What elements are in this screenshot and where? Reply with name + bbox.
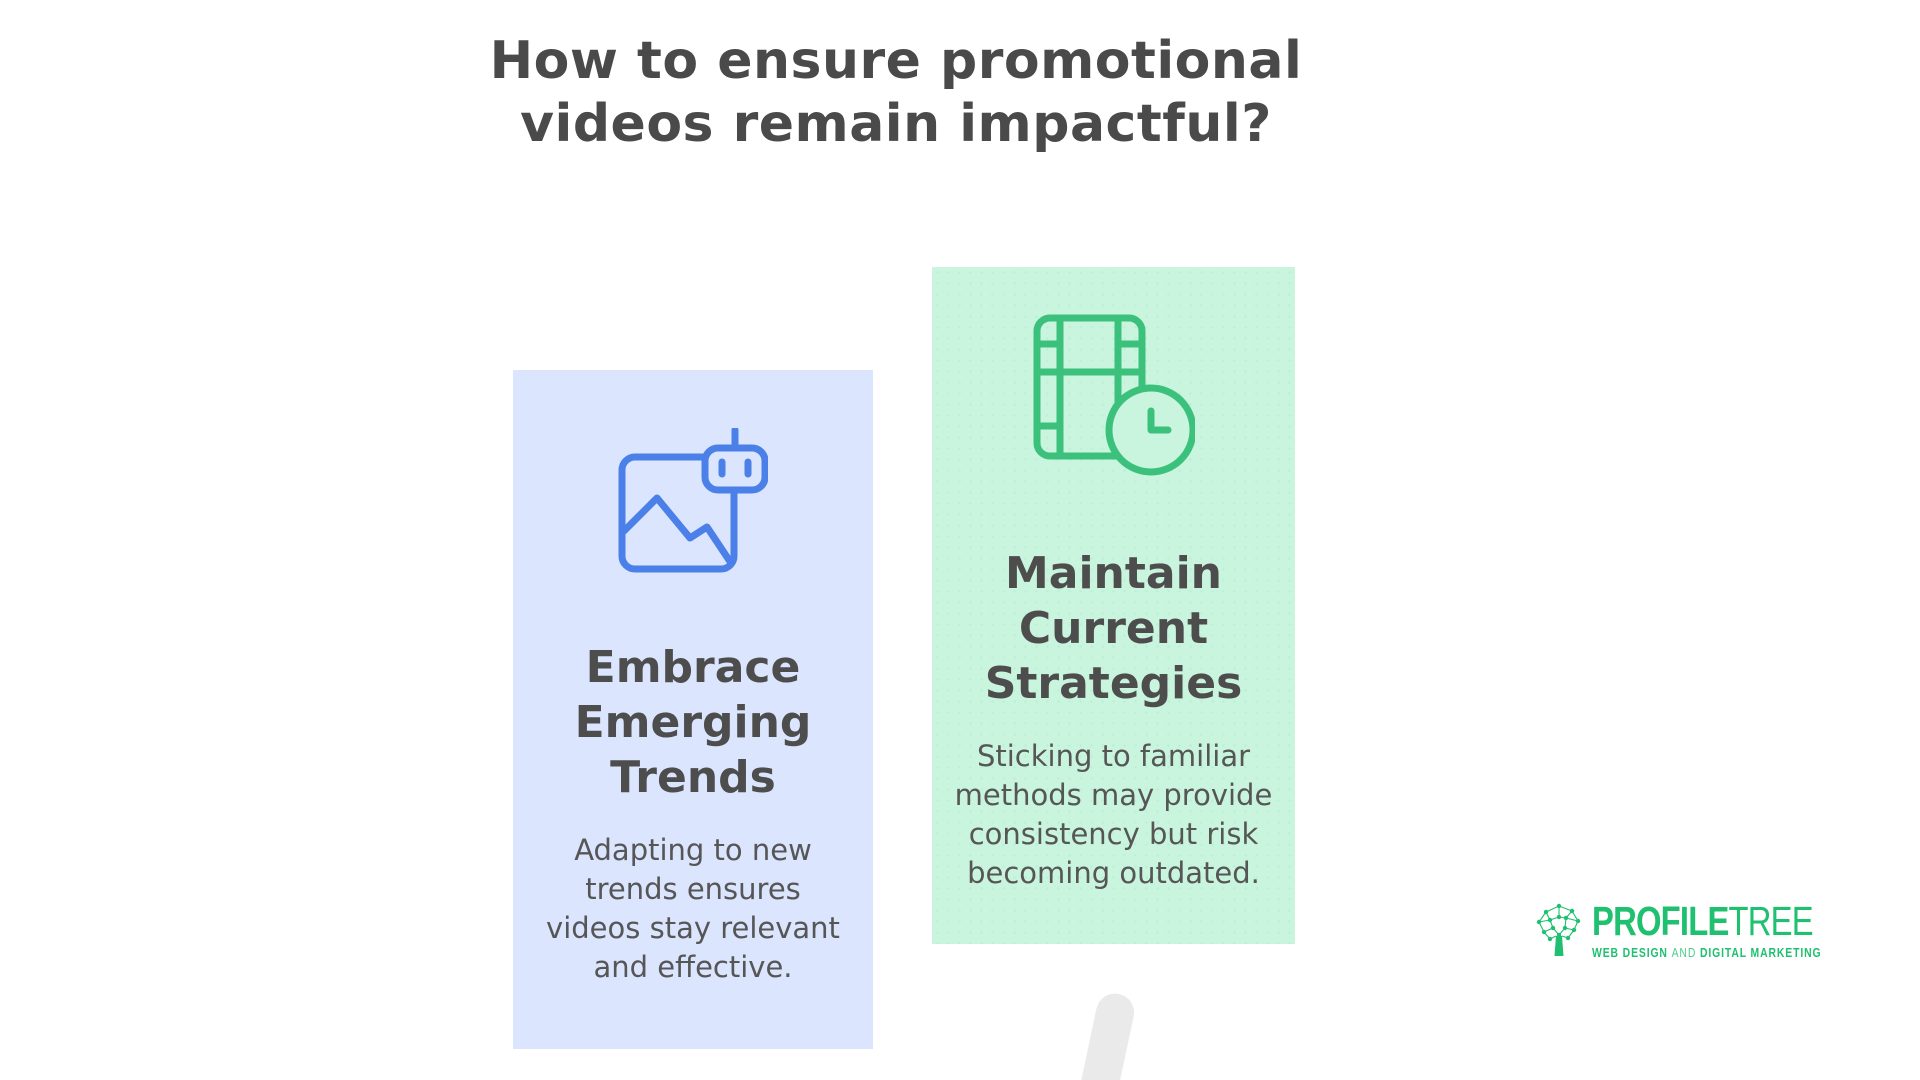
logo-brand-light: TREE xyxy=(1728,898,1814,944)
logo-brand: PROFILETREE xyxy=(1592,901,1821,942)
card-body: Sticking to familiar methods may provide… xyxy=(954,739,1273,891)
card-embrace-emerging-trends: Embrace Emerging Trends Adapting to new … xyxy=(513,370,873,1049)
page-title: How to ensure promotional videos remain … xyxy=(296,30,1496,157)
logo-tagline-part2: DIGITAL MARKETING xyxy=(1699,945,1822,960)
logo-tagline-and: AND xyxy=(1671,945,1697,960)
tree-network-icon xyxy=(1536,903,1581,956)
page-title-line1: How to ensure promotional xyxy=(489,31,1303,91)
page-title-line2: videos remain impactful? xyxy=(520,94,1272,155)
card-heading: Maintain Current Strategies xyxy=(984,548,1243,709)
logo-brand-bold: PROFILE xyxy=(1592,898,1729,944)
card-heading: Embrace Emerging Trends xyxy=(574,642,812,803)
logo-tagline: WEB DESIGN AND DIGITAL MARKETING xyxy=(1592,945,1821,960)
film-clock-icon xyxy=(1033,314,1195,476)
logo-text: PROFILETREE WEB DESIGN AND DIGITAL MARKE… xyxy=(1592,901,1821,961)
image-robot-icon xyxy=(618,428,768,573)
decorative-curve xyxy=(1067,990,1138,1080)
card-body: Adapting to new trends ensures videos st… xyxy=(546,833,840,985)
profiletree-logo: PROFILETREE WEB DESIGN AND DIGITAL MARKE… xyxy=(1535,901,1879,960)
card-maintain-current-strategies: Maintain Current Strategies Sticking to … xyxy=(932,267,1295,944)
logo-tagline-part1: WEB DESIGN xyxy=(1592,945,1668,960)
